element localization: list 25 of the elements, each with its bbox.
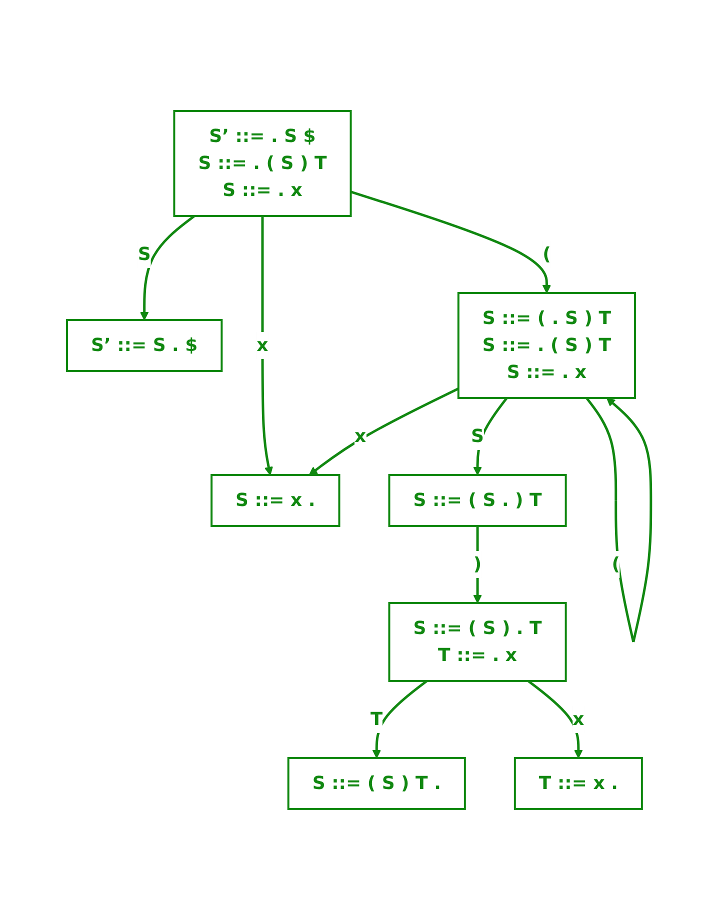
arrow	[473, 526, 482, 603]
edge-label: x	[256, 334, 268, 356]
node-box: T ::= x .	[514, 756, 643, 810]
arrow	[586, 396, 652, 642]
node-box: S ::= x .	[210, 474, 340, 526]
edge-label: S	[471, 426, 484, 446]
arrow	[261, 216, 274, 475]
arrow	[528, 680, 583, 758]
node-box: S’ ::= S . $	[66, 318, 223, 372]
arrow	[350, 190, 552, 293]
edge-label: (	[612, 553, 620, 574]
edge-label: )	[473, 553, 482, 574]
node-box: S ::= ( S ) . T T ::= . x	[388, 602, 567, 682]
node-box: S ::= ( S ) T .	[287, 756, 466, 810]
edge-label: x	[572, 708, 584, 730]
edge-label: T	[370, 708, 383, 730]
arrow	[372, 680, 428, 758]
edge-label: S	[138, 244, 151, 265]
arrow	[308, 386, 459, 475]
node-box: S ::= ( . S ) T S ::= . ( S ) T S ::= . x	[457, 292, 636, 398]
edge-label: x	[354, 426, 366, 446]
arrow	[140, 214, 196, 320]
node-box: S ::= ( S . ) T	[388, 474, 567, 526]
node-box: S’ ::= . S $ S ::= . ( S ) T S ::= . x	[173, 110, 352, 216]
edge-label: (	[542, 244, 551, 265]
